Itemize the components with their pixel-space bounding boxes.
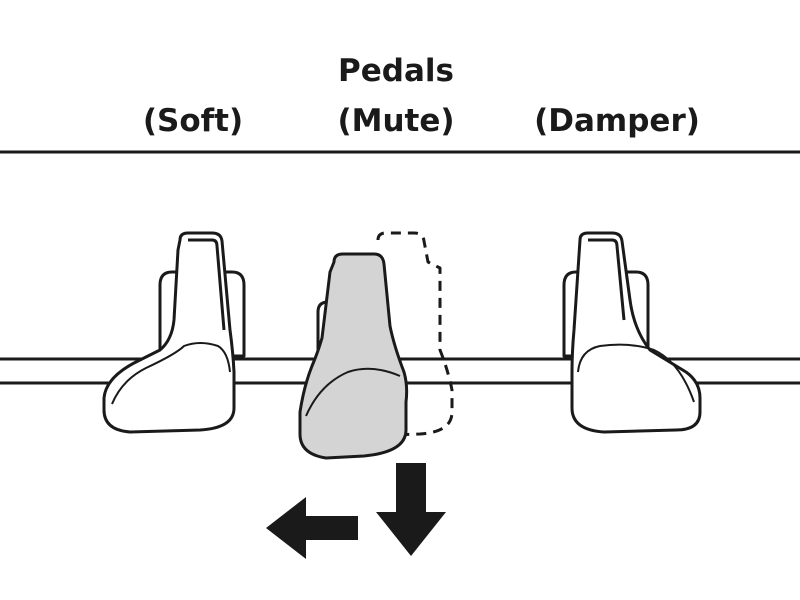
mute-pedal-label: (Mute) (337, 103, 455, 139)
mute-pedal (298, 252, 409, 460)
damper-pedal (562, 231, 702, 434)
arrow-left-icon (266, 497, 358, 559)
diagram-title: Pedals (338, 53, 454, 89)
damper-pedal-label: (Damper) (534, 103, 700, 139)
arrow-down-icon (376, 463, 446, 556)
soft-pedal-label: (Soft) (142, 103, 244, 139)
soft-pedal (102, 231, 246, 434)
